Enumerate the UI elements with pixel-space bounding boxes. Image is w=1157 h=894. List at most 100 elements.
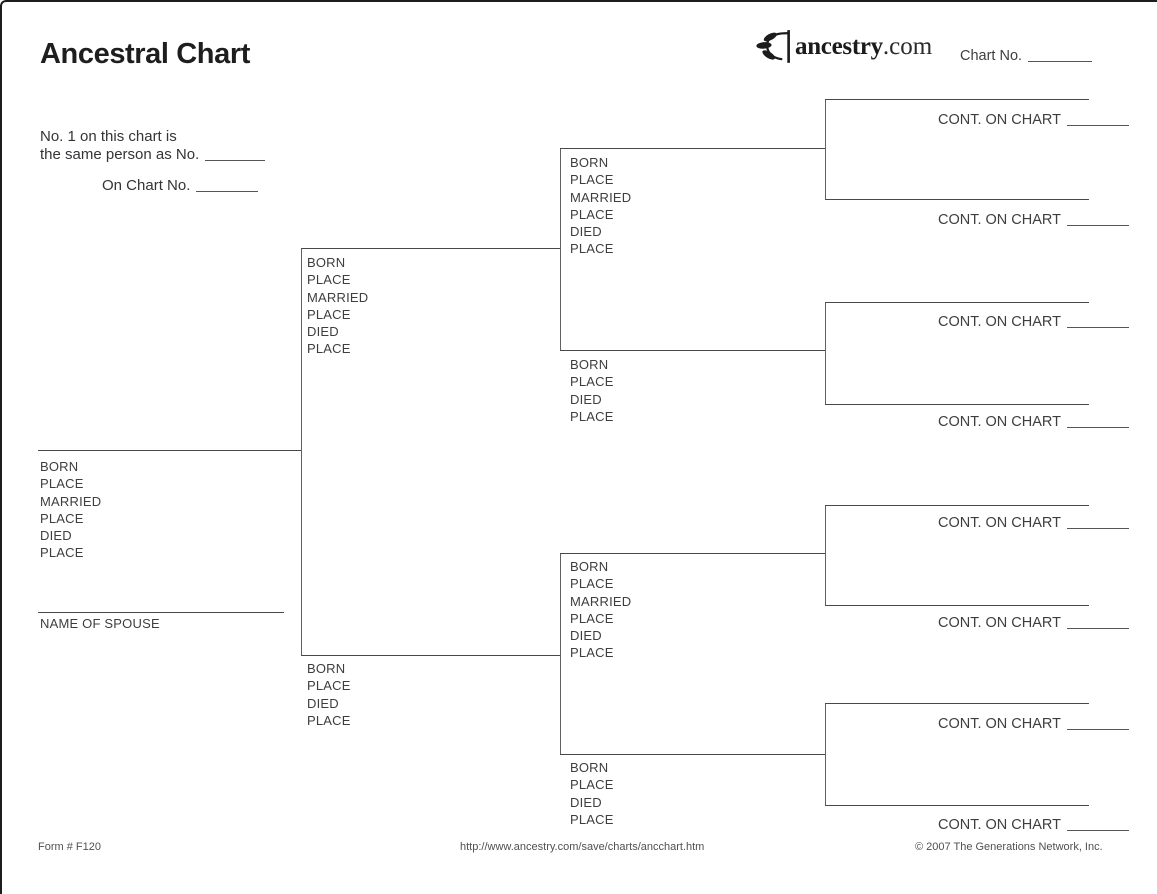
field-label: BORN xyxy=(570,155,609,170)
field-label: PLACE xyxy=(570,610,614,626)
field-label: PLACE xyxy=(570,777,614,793)
chart-no-blank xyxy=(1028,50,1093,62)
cont-on-chart-row-1: CONT. ON CHART xyxy=(899,112,1129,128)
field-label: DIED xyxy=(40,528,72,544)
cont-chart-no-blank xyxy=(1067,114,1129,126)
page-title: Ancestral Chart xyxy=(40,38,250,70)
mother-fields: BORN PLACE DIED PLACE xyxy=(307,660,351,729)
cont-label: CONT. ON CHART xyxy=(938,515,1061,531)
field-label: MARRIED xyxy=(570,593,632,609)
cont-chart-no-blank xyxy=(1067,819,1129,831)
cont-label: CONT. ON CHART xyxy=(938,212,1061,228)
field-label: PLACE xyxy=(307,678,351,694)
mother-name-line xyxy=(301,655,560,656)
father-name-line xyxy=(301,248,560,249)
cont-on-chart-row-5: CONT. ON CHART xyxy=(899,515,1129,531)
cont-chart-no-blank xyxy=(1067,316,1129,328)
father-fields: BORN PLACE MARRIED PLACE DIED PLACE xyxy=(307,254,368,358)
field-label: PLACE xyxy=(570,241,614,257)
great-grandparent-2-name-line xyxy=(825,199,1089,200)
great-grandparent-7-name-line xyxy=(825,703,1089,704)
spouse-name-line xyxy=(38,612,284,613)
cont-on-chart-row-7: CONT. ON CHART xyxy=(899,716,1129,732)
great-grandparent-5-name-line xyxy=(825,505,1089,506)
field-label: DIED xyxy=(570,391,602,407)
great-grandparent-8-name-line xyxy=(825,805,1089,806)
great-grandparents-connector-1 xyxy=(825,99,826,199)
paternal-grandfather-fields: BORN PLACE MARRIED PLACE DIED PLACE xyxy=(570,154,631,258)
paternal-grandmother-name-line xyxy=(560,350,825,351)
paternal-grandparents-connector xyxy=(560,148,561,350)
field-label: PLACE xyxy=(307,341,351,357)
logo-brand-text: ancestry xyxy=(795,33,883,60)
maternal-grandmother-fields: BORN PLACE DIED PLACE xyxy=(570,759,614,828)
great-grandparents-connector-4 xyxy=(825,703,826,805)
cont-label: CONT. ON CHART xyxy=(938,112,1061,128)
reference-note-line2-row: the same person as No. xyxy=(40,146,266,164)
field-label: PLACE xyxy=(570,172,614,188)
field-label: DIED xyxy=(570,628,602,644)
field-label: BORN xyxy=(307,661,346,676)
maternal-grandparents-connector xyxy=(560,553,561,754)
field-label: BORN xyxy=(307,255,346,270)
field-label: PLACE xyxy=(307,306,351,322)
field-label: PLACE xyxy=(40,545,84,561)
logo-tld-text: .com xyxy=(882,33,933,60)
great-grandparent-1-name-line xyxy=(825,99,1089,100)
chart-no-label: Chart No. xyxy=(960,48,1023,64)
great-grandparents-connector-3 xyxy=(825,505,826,605)
person1-name-line xyxy=(38,450,301,451)
field-label: BORN xyxy=(570,559,609,574)
cont-label: CONT. ON CHART xyxy=(938,414,1061,430)
field-label: BORN xyxy=(40,459,79,474)
reference-note-line1: No. 1 on this chart is xyxy=(40,128,177,145)
ancestry-leaf-icon xyxy=(756,30,790,63)
chart-no-group: Chart No. xyxy=(960,48,1093,64)
reference-note-line3-row: On Chart No. xyxy=(102,177,259,194)
field-label: PLACE xyxy=(307,272,351,288)
cont-on-chart-row-3: CONT. ON CHART xyxy=(899,314,1129,330)
cont-on-chart-row-8: CONT. ON CHART xyxy=(899,817,1129,833)
reference-note-line2: the same person as No. xyxy=(40,146,200,163)
cont-label: CONT. ON CHART xyxy=(938,716,1061,732)
cont-chart-no-blank xyxy=(1067,617,1129,629)
cont-chart-no-blank xyxy=(1067,517,1129,529)
cont-label: CONT. ON CHART xyxy=(938,817,1061,833)
maternal-grandfather-name-line xyxy=(560,553,825,554)
on-chart-no-blank xyxy=(196,180,259,192)
cont-chart-no-blank xyxy=(1067,214,1129,226)
person1-fields: BORN PLACE MARRIED PLACE DIED PLACE xyxy=(40,458,101,562)
field-label: DIED xyxy=(307,695,339,711)
field-label: DIED xyxy=(570,224,602,240)
cont-chart-no-blank xyxy=(1067,718,1129,730)
cont-label: CONT. ON CHART xyxy=(938,615,1061,631)
paternal-grandmother-fields: BORN PLACE DIED PLACE xyxy=(570,356,614,425)
form-number: Form # F120 xyxy=(38,841,101,853)
field-label: PLACE xyxy=(570,645,614,661)
great-grandparent-4-name-line xyxy=(825,404,1089,405)
spouse-label: NAME OF SPOUSE xyxy=(40,616,160,631)
cont-chart-no-blank xyxy=(1067,416,1129,428)
maternal-grandmother-name-line xyxy=(560,754,825,755)
field-label: PLACE xyxy=(570,576,614,592)
cont-on-chart-row-2: CONT. ON CHART xyxy=(899,212,1129,228)
great-grandparent-3-name-line xyxy=(825,302,1089,303)
great-grandparents-connector-2 xyxy=(825,302,826,404)
cont-on-chart-row-4: CONT. ON CHART xyxy=(899,414,1129,430)
same-person-no-blank xyxy=(205,149,266,161)
field-label: DIED xyxy=(570,794,602,810)
cont-on-chart-row-6: CONT. ON CHART xyxy=(899,615,1129,631)
field-label: MARRIED xyxy=(570,189,632,205)
field-label: PLACE xyxy=(40,510,84,526)
field-label: PLACE xyxy=(570,206,614,222)
field-label: BORN xyxy=(570,760,609,775)
footer-url: http://www.ancestry.com/save/charts/ancc… xyxy=(460,841,705,853)
field-label: PLACE xyxy=(570,374,614,390)
ancestry-logo: ancestry.com xyxy=(755,28,932,66)
field-label: PLACE xyxy=(570,408,614,424)
field-label: PLACE xyxy=(40,476,84,492)
reference-note: No. 1 on this chart is the same person a… xyxy=(40,128,266,164)
field-label: MARRIED xyxy=(40,493,102,509)
field-label: DIED xyxy=(307,324,339,340)
